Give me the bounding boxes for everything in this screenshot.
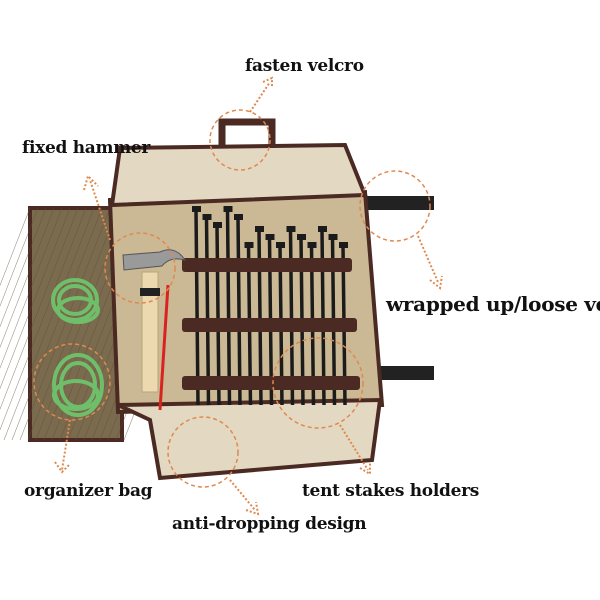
tent-stake-head: [286, 226, 296, 232]
annotation-arrows: [54, 76, 443, 516]
tent-stake-head: [192, 206, 201, 212]
mesh-organizer-pocket: [28, 206, 124, 442]
label-anti-dropping-design: anti-dropping design: [172, 514, 367, 534]
tent-stake-head: [339, 242, 348, 248]
tent-stake-head: [244, 242, 254, 248]
stake-holder-bands: [182, 258, 360, 390]
tent-stake: [236, 217, 242, 406]
tent-stake: [215, 225, 221, 406]
tent-stake: [194, 209, 200, 406]
right-strap-lower: [372, 366, 434, 380]
tent-stake: [204, 217, 211, 406]
bottom-flap: [117, 397, 383, 481]
tent-stake: [225, 209, 232, 406]
tent-stake-head: [213, 222, 222, 228]
tent-stake-head: [297, 234, 306, 240]
label-organizer-bag: organizer bag: [24, 481, 153, 501]
top-velcro-strap: [218, 118, 276, 150]
right-strap-upper: [358, 196, 434, 210]
label-fasten-velcro: fasten velcro: [245, 56, 364, 76]
tent-stake-head: [255, 226, 264, 232]
tent-stake-head: [234, 214, 243, 220]
annotation-circles: [33, 109, 431, 488]
tent-stake-head: [265, 234, 275, 240]
tent-stake-head: [307, 242, 317, 248]
label-tent-stakes-holders: tent stakes holders: [302, 481, 480, 501]
tent-stake-head: [276, 242, 285, 248]
rope-coils: [51, 278, 104, 417]
top-flap: [109, 142, 368, 208]
tent-stake-head: [328, 234, 338, 240]
label-fixed-hammer: fixed hammer: [22, 138, 151, 158]
tent-stake-head: [223, 206, 233, 212]
tent-stake-head: [318, 226, 327, 232]
hammer: [122, 249, 187, 411]
tent-stake-head: [202, 214, 212, 220]
label-wrapped-velcro: wrapped up/loose velcro: [386, 292, 600, 316]
